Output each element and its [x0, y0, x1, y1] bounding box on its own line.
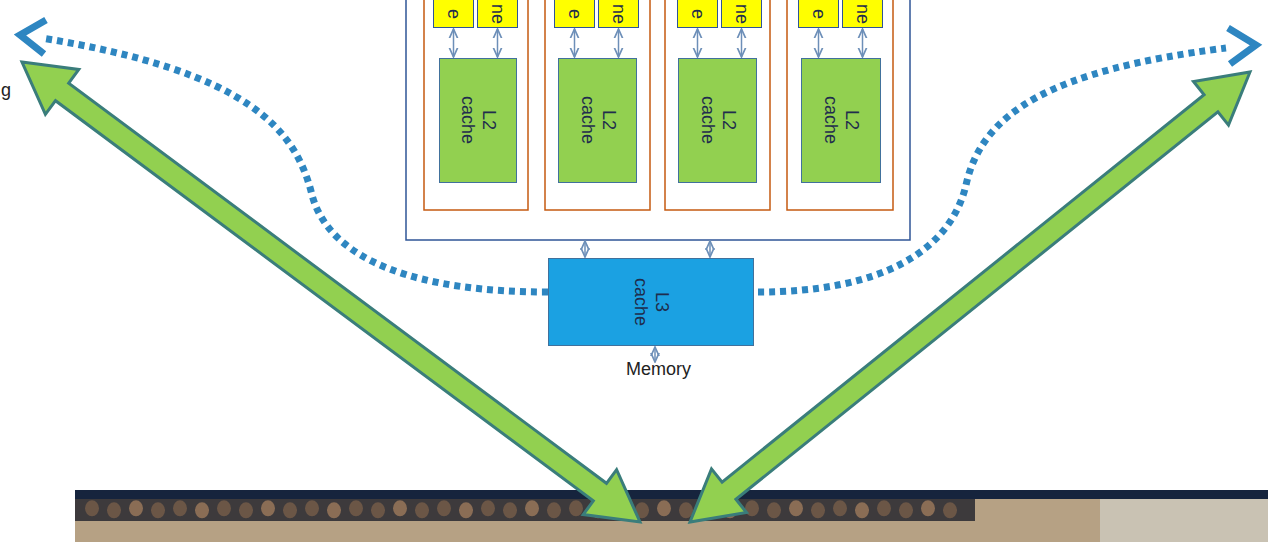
- l1-cache-box: e: [433, 0, 474, 28]
- photo-light: [1100, 499, 1268, 542]
- l2-cache-box: L2 cache: [439, 58, 517, 183]
- photo-head: [195, 502, 209, 518]
- photo-head: [129, 500, 143, 516]
- bus-arrow: [709, 241, 711, 257]
- l1-cache-box: ne: [598, 0, 639, 28]
- cache-link: [618, 29, 620, 57]
- photo-head: [107, 502, 121, 518]
- cache-label: e: [808, 9, 829, 19]
- core-outline: [545, 0, 650, 210]
- photo-head: [921, 500, 935, 516]
- photo-ground: [75, 490, 1268, 542]
- cache-label: L2 cache: [457, 93, 499, 149]
- photo-head: [261, 500, 275, 516]
- cache-link: [497, 29, 499, 57]
- cache-label: ne: [731, 4, 752, 24]
- cache-label: e: [564, 9, 585, 19]
- photo-head: [371, 502, 385, 518]
- photo-heads: [85, 500, 957, 518]
- l3-cache-box: L3 cache: [548, 258, 754, 346]
- photo-head: [327, 502, 341, 518]
- photo-head: [745, 500, 759, 516]
- photo-head: [305, 500, 319, 516]
- photo-head: [877, 500, 891, 516]
- photo-head: [943, 502, 957, 518]
- chevron: [1228, 28, 1256, 64]
- photo-head: [481, 500, 495, 516]
- photo-head: [217, 500, 231, 516]
- cache-label: L3 cache: [630, 274, 672, 330]
- photo-head: [85, 500, 99, 516]
- dotted-arrow: [758, 48, 1226, 292]
- photo-head: [569, 500, 583, 516]
- photo-band: [75, 490, 1268, 499]
- cache-link: [862, 29, 864, 57]
- photo-head: [239, 502, 253, 518]
- cache-label: e: [687, 9, 708, 19]
- photo-head: [811, 502, 825, 518]
- photo-head: [503, 502, 517, 518]
- photo-strip: [75, 490, 1268, 542]
- bus-arrow: [584, 241, 586, 257]
- photo-head: [151, 502, 165, 518]
- photo-head: [657, 500, 671, 516]
- cache-label: L2 cache: [820, 93, 862, 149]
- processor-outline: [406, 0, 910, 240]
- cache-link: [741, 29, 743, 57]
- photo-head: [525, 500, 539, 516]
- l2-cache-box: L2 cache: [801, 58, 881, 183]
- l1-cache-box: ne: [477, 0, 518, 28]
- core-outline: [665, 0, 770, 210]
- cache-label: ne: [852, 4, 873, 24]
- photo-head: [833, 500, 847, 516]
- l1-cache-box: ne: [842, 0, 883, 28]
- cache-label: L2 cache: [697, 93, 739, 149]
- photo-head: [437, 500, 451, 516]
- cache-label: e: [443, 9, 464, 19]
- photo-head: [547, 502, 561, 518]
- cache-label: L2 cache: [577, 93, 619, 149]
- photo-head: [899, 502, 913, 518]
- photo-head: [173, 500, 187, 516]
- double-arrow: [690, 72, 1250, 522]
- cache-link: [574, 29, 576, 57]
- photo-crowd: [75, 499, 975, 521]
- core-outline: [424, 0, 528, 210]
- l2-cache-box: L2 cache: [558, 58, 637, 183]
- cache-label: ne: [608, 4, 629, 24]
- photo-head: [789, 500, 803, 516]
- cache-label: ne: [487, 4, 508, 24]
- l1-cache-box: ne: [721, 0, 762, 28]
- text-fragment: g: [1, 80, 11, 101]
- cache-link: [697, 29, 699, 57]
- photo-head: [283, 502, 297, 518]
- photo-head: [459, 502, 473, 518]
- photo-head: [855, 502, 869, 518]
- l2-cache-box: L2 cache: [678, 58, 757, 183]
- photo-head: [393, 500, 407, 516]
- photo-head: [349, 500, 363, 516]
- chevron: [20, 20, 46, 54]
- l1-cache-box: e: [554, 0, 595, 28]
- cache-link: [453, 29, 455, 57]
- l1-cache-box: e: [798, 0, 839, 28]
- memory-label: Memory: [626, 359, 691, 380]
- photo-head: [767, 502, 781, 518]
- l1-cache-box: e: [677, 0, 718, 28]
- core-outline: [787, 0, 893, 210]
- cache-link: [818, 29, 820, 57]
- photo-head: [415, 502, 429, 518]
